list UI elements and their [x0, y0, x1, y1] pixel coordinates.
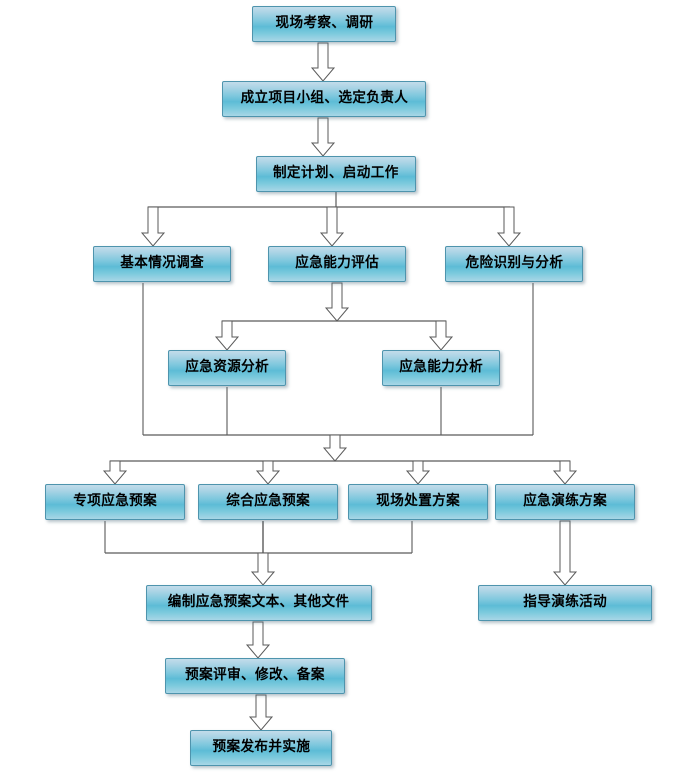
node-emergency-resource-analysis[interactable]: 应急资源分析 — [168, 350, 286, 386]
node-emergency-capability-assessment[interactable]: 应急能力评估 — [268, 246, 406, 282]
node-label: 预案评审、修改、备案 — [185, 667, 325, 684]
node-form-project-team[interactable]: 成立项目小组、选定负责人 — [222, 81, 426, 117]
node-label: 制定计划、启动工作 — [273, 165, 399, 182]
node-label: 基本情况调查 — [120, 255, 204, 272]
arrow-split-n9 — [102, 460, 128, 485]
arrow-n1-n2 — [310, 42, 336, 82]
arrow-n3-n5 — [319, 206, 345, 247]
node-label: 应急能力评估 — [295, 255, 379, 272]
node-plan-release-implement[interactable]: 预案发布并实施 — [190, 730, 332, 766]
arrow-n12-n14 — [552, 520, 578, 586]
arrow-n5-splitbar — [324, 282, 350, 322]
arrow-split-n10 — [255, 460, 281, 485]
node-special-emergency-plan[interactable]: 专项应急预案 — [45, 484, 185, 520]
arrow-n3-n6 — [496, 206, 522, 247]
arrow-n2-n3 — [310, 117, 336, 157]
arrow-n13-n15 — [245, 621, 271, 659]
node-label: 现场处置方案 — [376, 493, 460, 510]
node-label: 应急能力分析 — [399, 359, 483, 376]
node-make-plan-start-work[interactable]: 制定计划、启动工作 — [256, 156, 416, 192]
node-guide-drill-activity[interactable]: 指导演练活动 — [478, 585, 652, 621]
node-emergency-capability-analysis[interactable]: 应急能力分析 — [382, 350, 500, 386]
node-label: 成立项目小组、选定负责人 — [240, 90, 408, 107]
arrow-split-n12 — [552, 460, 578, 485]
node-label: 专项应急预案 — [73, 493, 157, 510]
arrow-n3-n4 — [140, 206, 166, 247]
node-label: 现场考察、调研 — [275, 15, 373, 32]
node-basic-situation-survey[interactable]: 基本情况调查 — [93, 246, 231, 282]
node-label: 编制应急预案文本、其他文件 — [168, 594, 350, 611]
node-label: 指导演练活动 — [523, 594, 607, 611]
node-comprehensive-emergency-plan[interactable]: 综合应急预案 — [198, 484, 338, 520]
node-emergency-drill-plan[interactable]: 应急演练方案 — [495, 484, 635, 520]
arrow-merge-n13 — [250, 552, 276, 586]
node-site-survey[interactable]: 现场考察、调研 — [252, 6, 396, 42]
node-label: 预案发布并实施 — [212, 739, 310, 756]
node-hazard-identification-analysis[interactable]: 危险识别与分析 — [445, 246, 583, 282]
arrow-collector-splitbar — [322, 434, 348, 462]
arrow-split-n7 — [214, 320, 240, 351]
arrow-split-n11 — [405, 460, 431, 485]
node-label: 综合应急预案 — [226, 493, 310, 510]
node-compile-plan-text[interactable]: 编制应急预案文本、其他文件 — [146, 585, 372, 621]
arrow-n15-n16 — [248, 694, 274, 731]
node-label: 应急资源分析 — [185, 359, 269, 376]
node-plan-review-revise-file[interactable]: 预案评审、修改、备案 — [165, 658, 345, 694]
node-label: 应急演练方案 — [523, 493, 607, 510]
node-onsite-disposal-plan[interactable]: 现场处置方案 — [348, 484, 488, 520]
arrow-split-n8 — [428, 320, 454, 351]
node-label: 危险识别与分析 — [465, 255, 563, 272]
